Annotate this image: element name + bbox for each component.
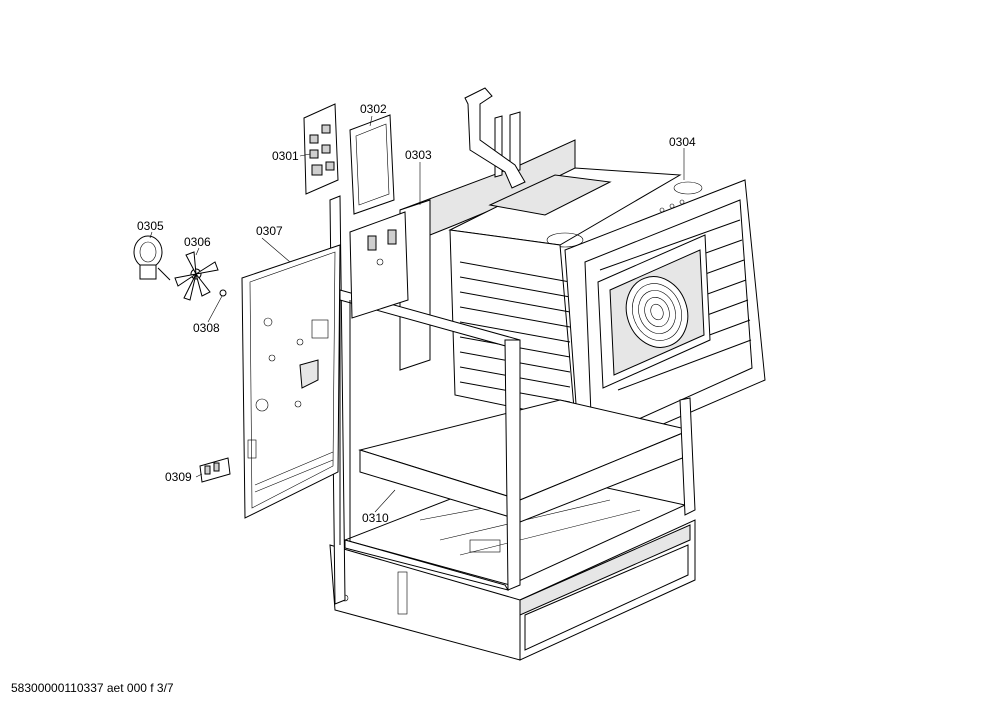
gasket-plate-0302 xyxy=(349,114,395,215)
label-0310: 0310 xyxy=(362,511,389,525)
fan-motor-0305 xyxy=(133,235,171,281)
front-frame xyxy=(564,179,766,461)
label-0306: 0306 xyxy=(184,235,211,249)
label-0302: 0302 xyxy=(360,102,387,116)
label-0308: 0308 xyxy=(193,321,220,335)
label-0305: 0305 xyxy=(137,219,164,233)
label-0303: 0303 xyxy=(405,148,432,162)
bottom-heater-tray xyxy=(358,399,692,523)
control-bracket xyxy=(349,211,409,319)
leader-lines xyxy=(149,115,685,513)
document-reference: 58300000110337 aet 000 f 3/7 xyxy=(11,681,174,695)
switch-0309 xyxy=(199,457,231,483)
label-0309: 0309 xyxy=(165,470,192,484)
fan-blade-0306 xyxy=(174,251,219,301)
label-0301: 0301 xyxy=(272,149,299,163)
rear-hood xyxy=(399,111,576,371)
nut-0308 xyxy=(219,289,227,297)
oven-cavity xyxy=(448,167,703,421)
label-0304: 0304 xyxy=(669,135,696,149)
label-0307: 0307 xyxy=(256,224,283,238)
exhaust-duct xyxy=(464,87,526,189)
pcb-plate-0301 xyxy=(303,103,339,195)
side-panel xyxy=(241,244,341,519)
